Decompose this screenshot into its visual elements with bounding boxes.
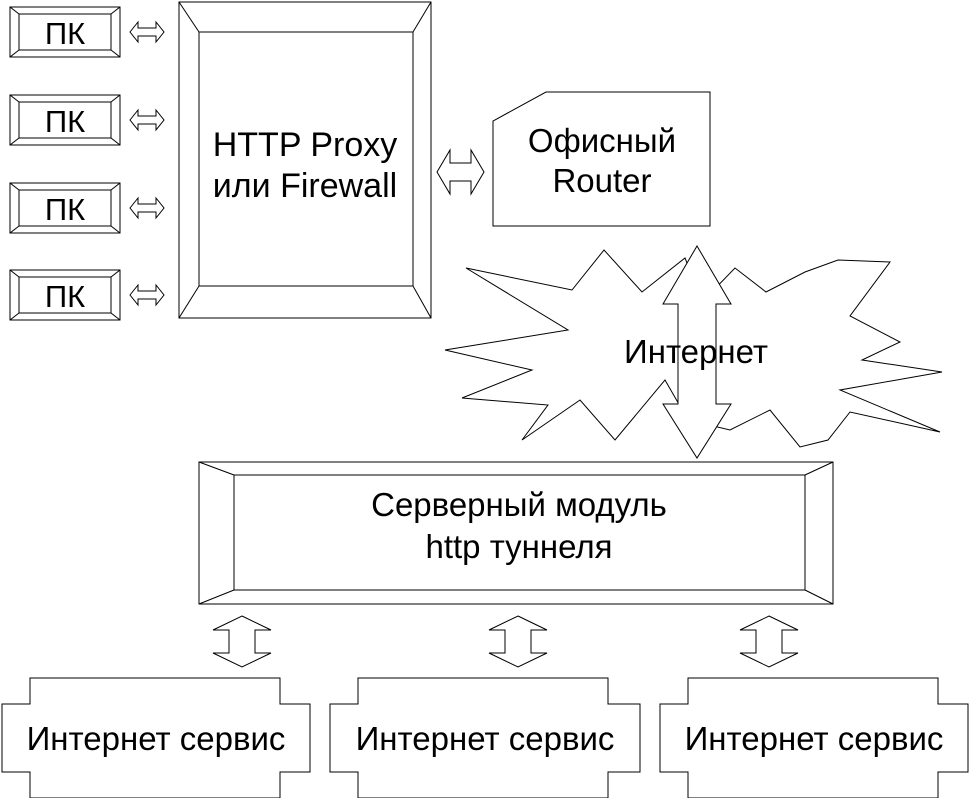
pc-proxy-arrow-3 [129, 196, 165, 220]
internet-service-label: Интернет сервис [685, 720, 944, 757]
server-service-arrow-3 [739, 615, 799, 668]
pc-proxy-arrow-4 [129, 283, 165, 307]
internet-service-box-2: Интернет сервис [329, 677, 641, 798]
pc-label: ПК [45, 104, 85, 139]
server-service-arrow-1 [212, 615, 272, 668]
internet-service-box-1: Интернет сервис [1, 677, 311, 798]
pc-proxy-arrow-1 [129, 20, 165, 44]
router-label-line1: Офисный [528, 122, 676, 159]
pc-label: ПК [45, 279, 85, 314]
server-service-arrow-2 [488, 615, 548, 668]
proxy-label-line2: или Firewall [213, 167, 397, 205]
pc-box-4: ПК [9, 269, 121, 321]
router-box: Офисный Router [492, 91, 711, 227]
proxy-router-arrow [436, 148, 485, 196]
pc-box-2: ПК [9, 94, 121, 146]
server-module-label-line1: Серверный модуль [371, 486, 667, 523]
pc-label: ПК [45, 192, 85, 227]
pc-box-3: ПК [9, 182, 121, 234]
internet-service-label: Интернет сервис [27, 720, 286, 757]
pc-proxy-arrow-2 [129, 108, 165, 132]
internet-service-label: Интернет сервис [356, 720, 615, 757]
router-label-line2: Router [552, 162, 651, 199]
router-server-arrow [662, 245, 732, 459]
internet-label: Интернет [624, 333, 768, 370]
pc-label: ПК [45, 16, 85, 51]
server-module-label-line2: http туннеля [425, 528, 612, 565]
server-module-box: Серверный модуль http туннеля [198, 461, 834, 605]
internet-service-box-3: Интернет сервис [659, 677, 969, 798]
proxy-label-line1: HTTP Proxy [213, 126, 398, 164]
pc-box-1: ПК [9, 6, 121, 58]
proxy-box: HTTP Proxy или Firewall [178, 1, 432, 319]
